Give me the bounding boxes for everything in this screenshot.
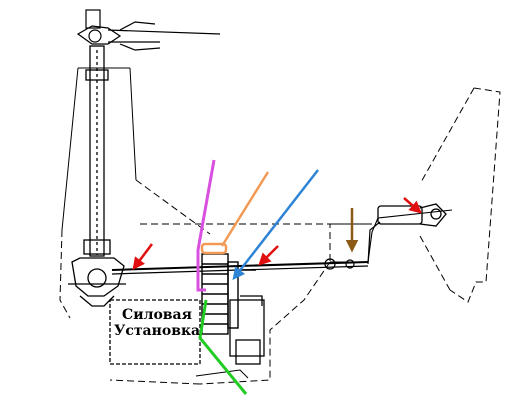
red-arrow-tail bbox=[403, 197, 422, 214]
magenta-marker-line bbox=[196, 159, 216, 292]
power-unit-label-line2: Установка bbox=[114, 323, 201, 339]
orange-marker-line bbox=[220, 171, 270, 247]
blue-marker-arrow bbox=[232, 169, 319, 280]
engine-mount bbox=[195, 369, 249, 379]
rotor-pylon-fairing bbox=[61, 67, 137, 231]
tail-fin bbox=[419, 87, 501, 303]
main-gearbox bbox=[68, 257, 126, 307]
main-rotor-shaft bbox=[83, 45, 111, 257]
clutch-gear-stack bbox=[201, 253, 256, 335]
red-arrow-shaft bbox=[258, 245, 279, 266]
red-arrow-gearbox bbox=[132, 243, 153, 270]
tail-rotor-gearbox bbox=[377, 203, 447, 227]
tail-drive-shaft bbox=[111, 221, 381, 275]
main-rotor-head bbox=[76, 9, 221, 51]
power-unit-label-line1: Силовая bbox=[122, 307, 192, 323]
green-marker-line bbox=[198, 299, 248, 395]
orange-marker-box bbox=[200, 242, 228, 255]
engine-power-unit bbox=[109, 295, 265, 365]
power-unit-label: Силовая Установка bbox=[114, 307, 200, 339]
fuselage-outline bbox=[59, 179, 331, 385]
